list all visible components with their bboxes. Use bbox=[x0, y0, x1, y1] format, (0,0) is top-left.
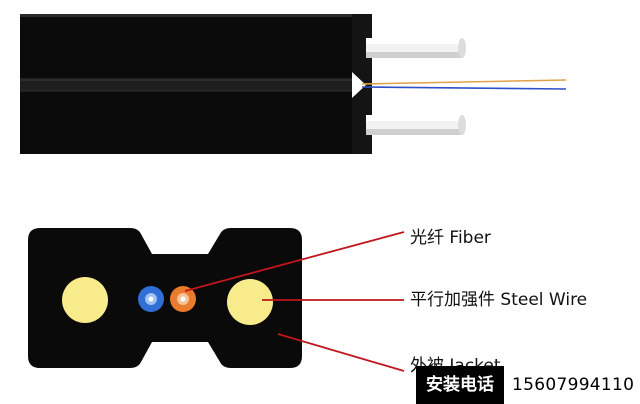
contact-bar: 安装电话 15607994110 bbox=[416, 366, 640, 404]
cable-jacket-cross bbox=[28, 228, 302, 368]
fiber-strand-orange bbox=[361, 79, 567, 85]
phone-number[interactable]: 15607994110 bbox=[512, 375, 635, 395]
pointer-jacket bbox=[277, 333, 405, 372]
cable-side-view bbox=[20, 14, 567, 154]
cable-groove bbox=[20, 78, 360, 92]
steel-wire-right bbox=[227, 279, 273, 325]
fiber-blue bbox=[138, 286, 164, 312]
label-steel-wire: 平行加强件 Steel Wire bbox=[410, 290, 588, 310]
fiber-strand-blue bbox=[361, 86, 567, 90]
steel-wire-left bbox=[62, 277, 108, 323]
phone-label: 安装电话 bbox=[416, 366, 504, 404]
pointer-fiber bbox=[184, 231, 405, 292]
fiber-orange bbox=[170, 286, 196, 312]
steel-wire-top bbox=[366, 38, 466, 58]
steel-wire-bottom bbox=[366, 115, 466, 135]
label-fiber: 光纤 Fiber bbox=[410, 228, 491, 248]
cable-cross-section bbox=[28, 228, 302, 368]
